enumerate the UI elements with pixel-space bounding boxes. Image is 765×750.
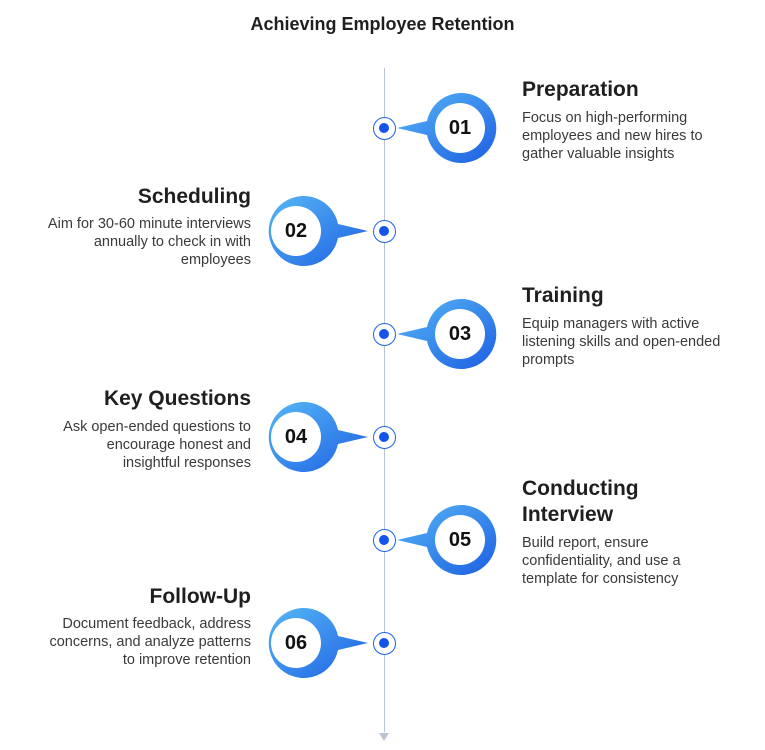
step-description-01: Focus on high-performing employees and n… xyxy=(522,110,703,162)
step-heading-01: Preparation xyxy=(522,78,639,101)
timeline-arrow-icon xyxy=(379,733,389,741)
step-number-06: 06 xyxy=(284,632,308,654)
step-description-03: Equip managers with active listening ski… xyxy=(522,316,721,368)
timeline-line xyxy=(384,68,385,732)
number-pin-02 xyxy=(268,196,368,266)
step-description-05: Build report, ensure confidentiality, an… xyxy=(522,535,681,587)
number-pin-05 xyxy=(397,505,497,575)
timeline-node-02 xyxy=(373,220,396,243)
number-pin-01 xyxy=(397,93,497,163)
step-number-01: 01 xyxy=(448,117,472,139)
step-description-02: Aim for 30-60 minute interviews annually… xyxy=(47,216,251,268)
number-pin-03 xyxy=(397,299,497,369)
timeline-node-05 xyxy=(373,529,396,552)
timeline-node-06 xyxy=(373,632,396,655)
step-description-04: Ask open-ended questions to encourage ho… xyxy=(63,419,251,471)
number-pin-04 xyxy=(268,402,368,472)
step-number-05: 05 xyxy=(448,529,472,551)
step-number-03: 03 xyxy=(448,323,472,345)
timeline-node-04 xyxy=(373,426,396,449)
diagram-title: Achieving Employee Retention xyxy=(250,14,515,34)
step-heading-06: Follow-Up xyxy=(149,585,251,608)
timeline-node-01 xyxy=(373,117,396,140)
number-pin-06 xyxy=(268,608,368,678)
step-description-06: Document feedback, address concerns, and… xyxy=(49,616,251,668)
step-heading-04: Key Questions xyxy=(103,387,251,410)
step-heading-03: Training xyxy=(522,284,604,307)
step-number-04: 04 xyxy=(284,426,308,448)
step-heading-02: Scheduling xyxy=(137,185,251,208)
step-heading-05: Conducting Interview xyxy=(522,477,639,526)
timeline-node-03 xyxy=(373,323,396,346)
step-number-02: 02 xyxy=(284,220,308,242)
